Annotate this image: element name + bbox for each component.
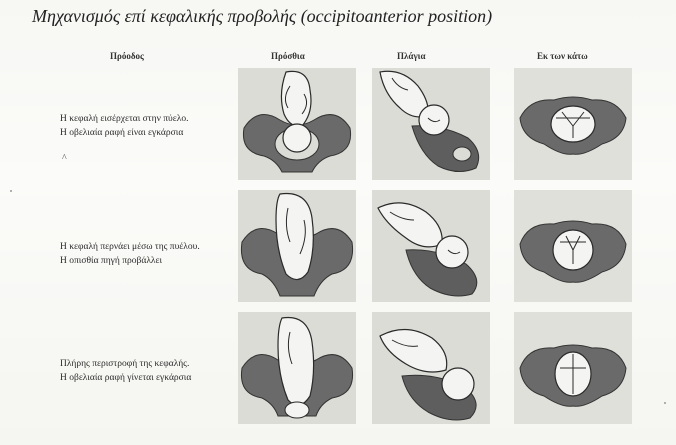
scan-speck — [664, 402, 666, 404]
stage-3-line-1: Πλήρης περιστροφή της κεφαλής. — [60, 357, 191, 371]
stage-3-description: Πλήρης περιστροφή της κεφαλής. Η οβελιαί… — [60, 357, 191, 385]
illustration-stage-3-side — [372, 312, 490, 424]
stage-2-line-1: Η κεφαλή περνάει μέσω της πυέλου. — [60, 240, 200, 254]
illustration-stage-1-front — [238, 68, 356, 180]
stage-1-line-2: Η οβελιαία ραφή είναι εγκάρσια — [60, 126, 188, 140]
column-header-side: Πλάγια — [397, 51, 425, 61]
illustration-stage-2-front — [238, 190, 356, 302]
scan-speck — [10, 190, 12, 192]
page-title: Μηχανισμός επί κεφαλικής προβολής (occip… — [32, 6, 492, 27]
illustration-stage-2-below — [514, 190, 632, 302]
column-header-below: Εκ των κάτω — [537, 51, 588, 61]
stage-1-line-1: Η κεφαλή εισέρχεται στην πύελο. — [60, 112, 188, 126]
illustration-stage-3-below — [514, 312, 632, 424]
column-header-front: Πρόσθια — [271, 51, 305, 61]
stage-2-description: Η κεφαλή περνάει μέσω της πυέλου. Η οπισ… — [60, 240, 200, 268]
stage-3-line-2: Η οβελιαία ραφή γίνεται εγκάρσια — [60, 371, 191, 385]
stray-mark: ^ — [62, 153, 67, 164]
illustration-stage-1-side — [372, 68, 490, 180]
illustration-stage-1-below — [514, 68, 632, 180]
illustration-stage-3-front — [238, 312, 356, 424]
stage-1-description: Η κεφαλή εισέρχεται στην πύελο. Η οβελια… — [60, 112, 188, 140]
column-header-progress: Πρόοδος — [110, 51, 144, 61]
illustration-stage-2-side — [372, 190, 490, 302]
stage-2-line-2: Η οπισθία πηγή προβάλλει — [60, 254, 200, 268]
